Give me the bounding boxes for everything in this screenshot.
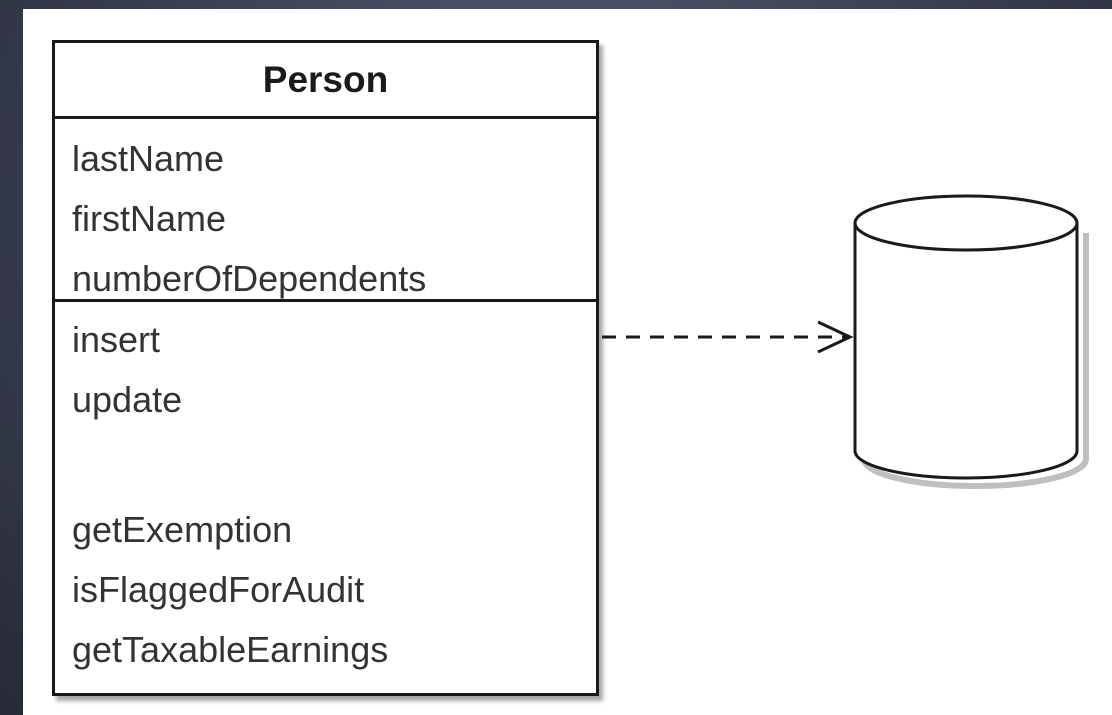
attribute-number-of-dependents: numberOfDependents (72, 258, 427, 299)
attribute-last-name: lastName (72, 138, 225, 179)
operation-insert: insert (72, 319, 161, 360)
attribute-first-name: firstName (72, 198, 227, 239)
operation-get-exemption: getExemption (72, 509, 293, 550)
attributes-compartment: lastName firstName numberOfDependents (55, 119, 596, 302)
operation-update: update (72, 379, 183, 420)
operations-gap (72, 430, 596, 500)
class-name: Person (55, 43, 596, 119)
operations-compartment: insert update getExemption isFlaggedForA… (55, 302, 596, 680)
uml-class-person[interactable]: Person lastName firstName numberOfDepend… (52, 40, 599, 696)
operation-is-flagged-for-audit: isFlaggedForAudit (72, 569, 365, 610)
operation-get-taxable-earnings: getTaxableEarnings (72, 629, 389, 670)
